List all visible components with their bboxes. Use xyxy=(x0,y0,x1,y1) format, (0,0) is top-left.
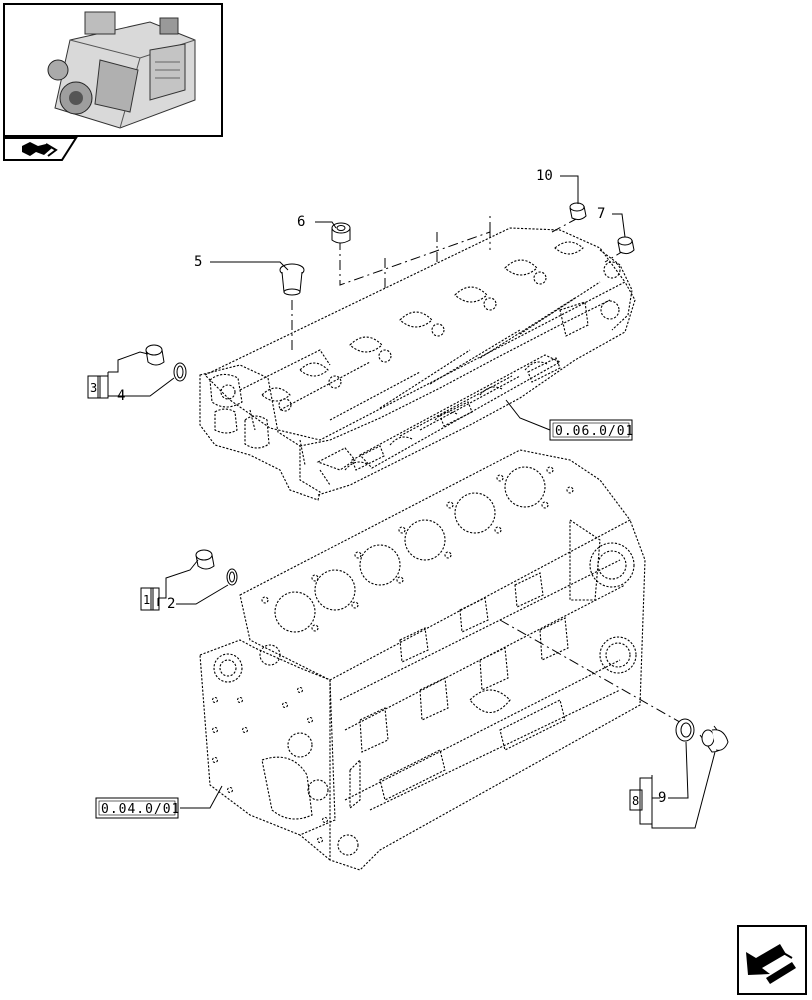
part-8-plug[interactable] xyxy=(699,725,729,753)
deck-bolts xyxy=(261,466,574,632)
ref-cylinder-head[interactable]: 0.06.0/01 xyxy=(549,419,634,441)
part-5-injector-sleeve[interactable] xyxy=(279,263,305,296)
callout-1-box[interactable]: 1 xyxy=(140,587,160,611)
callout-labels: 5 6 10 7 4 2 9 xyxy=(117,168,666,806)
cylinder-head xyxy=(199,227,636,501)
part-6-cap[interactable] xyxy=(331,222,351,244)
engine-thumbnail[interactable] xyxy=(3,3,223,137)
callout-2: 2 xyxy=(167,596,175,612)
part-7-plug[interactable] xyxy=(617,236,635,255)
part-4-seal-ring[interactable] xyxy=(173,362,187,382)
callout-5: 5 xyxy=(194,254,202,270)
callout-9: 9 xyxy=(658,790,666,806)
callout-3-box[interactable]: 3 xyxy=(87,375,109,399)
part-9-seal-ring[interactable] xyxy=(675,718,695,742)
callout-4: 4 xyxy=(117,388,125,404)
book-nav-tab[interactable] xyxy=(3,137,78,161)
ref-cylinder-head-label: 0.06.0/01 xyxy=(555,424,634,439)
callout-7: 7 xyxy=(597,206,605,222)
next-page-arrow-icon xyxy=(746,944,796,984)
part-2-seal-ring[interactable] xyxy=(226,568,238,586)
assembly-line-block xyxy=(499,619,686,726)
book-nav-icon xyxy=(22,142,58,157)
callout-1: 1 xyxy=(143,593,150,607)
part-1-plug[interactable] xyxy=(195,549,215,570)
callout-6: 6 xyxy=(297,214,305,230)
part-3-plug[interactable] xyxy=(145,344,165,366)
front-bolts xyxy=(211,686,329,844)
callout-8-box[interactable]: 8 xyxy=(629,777,653,825)
ref-crankcase[interactable]: 0.04.0/01 xyxy=(95,797,180,819)
callout-3: 3 xyxy=(90,381,97,395)
callout-8: 8 xyxy=(632,794,639,808)
assembly-lines-head xyxy=(291,215,626,350)
part-10-plug[interactable] xyxy=(569,202,587,221)
next-page-button[interactable] xyxy=(737,925,807,995)
crankcase xyxy=(199,449,646,871)
callout-10: 10 xyxy=(536,168,553,184)
ref-crankcase-label: 0.04.0/01 xyxy=(101,802,180,817)
